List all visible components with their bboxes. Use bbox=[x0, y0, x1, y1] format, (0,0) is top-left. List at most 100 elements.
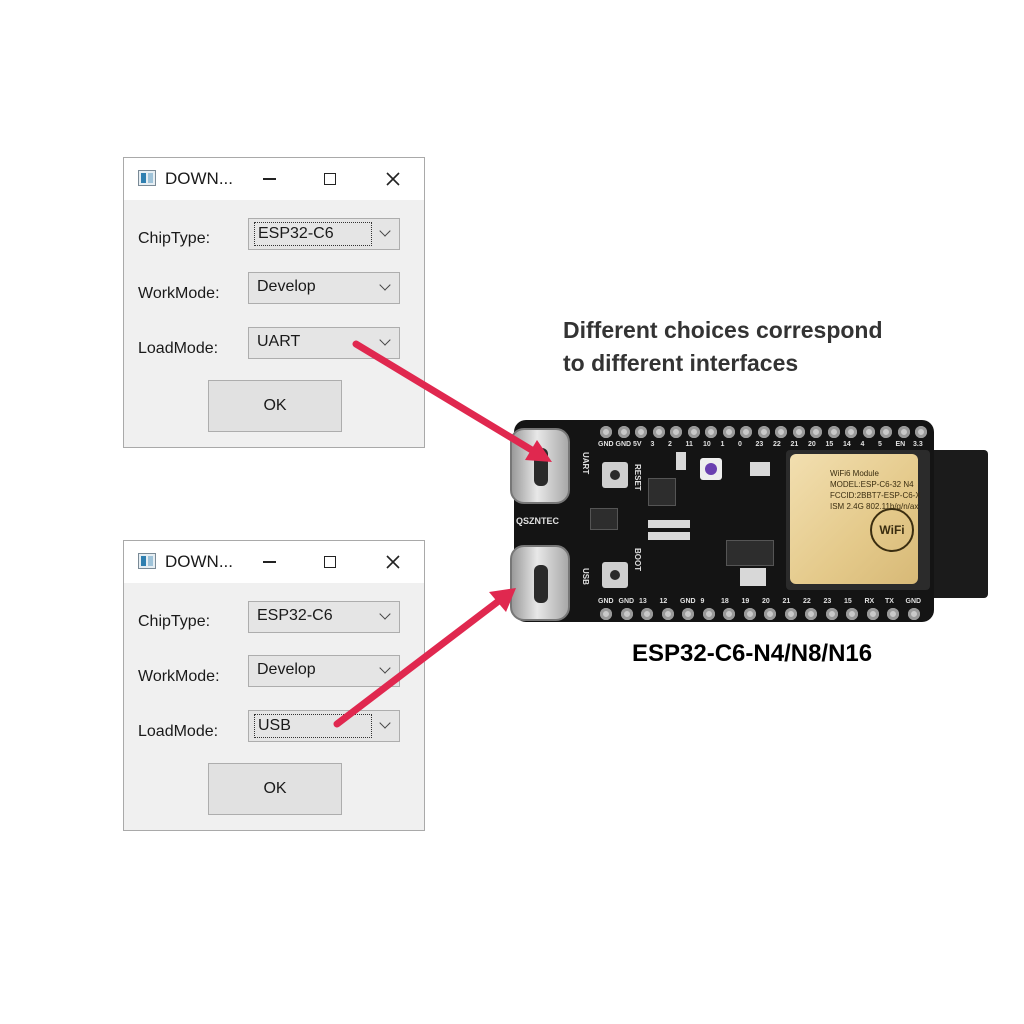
smd-part bbox=[648, 520, 690, 528]
header-pin bbox=[846, 608, 858, 620]
pin-label: 5V bbox=[633, 441, 642, 448]
minimize-button[interactable] bbox=[249, 547, 289, 577]
pin-label: 13 bbox=[639, 598, 647, 605]
header-pin bbox=[810, 426, 822, 438]
header-pin bbox=[880, 426, 892, 438]
boot-button bbox=[602, 562, 628, 588]
smd-part bbox=[750, 462, 770, 476]
smd-part bbox=[740, 568, 766, 586]
download-dialog-uart: DOWN... ChipType: ESP32-C6 WorkMode: Dev… bbox=[123, 157, 425, 448]
header-pin bbox=[722, 426, 735, 438]
pin-label: GND bbox=[615, 441, 632, 448]
header-pin bbox=[866, 608, 879, 620]
close-button[interactable] bbox=[373, 164, 413, 194]
pin-label: EN bbox=[895, 441, 906, 448]
work-mode-select[interactable]: Develop bbox=[248, 272, 400, 304]
maximize-button[interactable] bbox=[310, 547, 350, 577]
header-pin bbox=[687, 426, 700, 438]
header-pin bbox=[600, 608, 612, 620]
pin-label: 15 bbox=[825, 441, 834, 448]
ok-button[interactable]: OK bbox=[208, 380, 342, 432]
load-mode-select[interactable]: USB bbox=[248, 710, 400, 742]
header-pin bbox=[705, 426, 717, 438]
header-pin bbox=[907, 608, 920, 620]
close-button[interactable] bbox=[373, 547, 413, 577]
pin-label: 21 bbox=[782, 598, 791, 605]
pin-label: 9 bbox=[700, 598, 705, 605]
pin-label: 18 bbox=[721, 598, 729, 605]
header-pin bbox=[702, 608, 715, 620]
header-pin bbox=[827, 426, 840, 438]
pin-label: 23 bbox=[823, 598, 832, 605]
header-pin bbox=[723, 608, 735, 620]
header-pin bbox=[682, 608, 694, 620]
header-pin bbox=[775, 426, 787, 438]
pin-label: GND bbox=[598, 598, 614, 605]
window-title: DOWN... bbox=[165, 169, 233, 188]
brand-label: QSZNTEC bbox=[516, 516, 560, 526]
work-mode-value: Develop bbox=[257, 278, 316, 295]
header-pin bbox=[635, 426, 647, 438]
work-mode-value: Develop bbox=[257, 661, 316, 678]
header-pin bbox=[740, 426, 752, 438]
close-icon bbox=[386, 555, 400, 569]
pin-label: GND bbox=[618, 598, 635, 605]
title-bar[interactable]: DOWN... bbox=[124, 158, 424, 200]
smd-part bbox=[648, 532, 690, 540]
pin-label: 3.3 bbox=[913, 441, 923, 448]
pin-label: 5 bbox=[878, 441, 882, 448]
header-pin bbox=[897, 426, 910, 438]
header-pin bbox=[792, 426, 805, 438]
header-pin bbox=[784, 608, 797, 620]
load-mode-value: USB bbox=[254, 714, 372, 738]
pin-label: 4 bbox=[860, 441, 865, 448]
pin-label: GND bbox=[680, 598, 696, 605]
header-pin bbox=[845, 426, 857, 438]
work-mode-select[interactable]: Develop bbox=[248, 655, 400, 687]
app-icon bbox=[138, 170, 156, 186]
load-mode-label: LoadMode: bbox=[138, 723, 219, 740]
header-pin bbox=[862, 426, 875, 438]
app-icon bbox=[138, 553, 156, 569]
work-mode-label: WorkMode: bbox=[138, 285, 220, 302]
chip-type-value: ESP32-C6 bbox=[257, 607, 333, 624]
chip-type-label: ChipType: bbox=[138, 613, 211, 630]
chip-type-select[interactable]: ESP32-C6 bbox=[248, 601, 400, 633]
pin-label: 15 bbox=[844, 598, 852, 605]
header-pin bbox=[641, 608, 653, 620]
close-icon bbox=[386, 172, 400, 186]
minimize-icon bbox=[262, 561, 276, 563]
download-dialog-usb: DOWN... ChipType: ESP32-C6 WorkMode: Dev… bbox=[123, 540, 425, 831]
wifi-logo-icon: WiFi bbox=[870, 508, 914, 552]
pin-label: RX bbox=[864, 598, 875, 605]
header-pin bbox=[915, 426, 927, 438]
maximize-button[interactable] bbox=[310, 164, 350, 194]
minimize-button[interactable] bbox=[249, 164, 289, 194]
chip-type-select[interactable]: ESP32-C6 bbox=[248, 218, 400, 250]
annotation-text: Different choices correspond to differen… bbox=[563, 314, 943, 380]
antenna-connector bbox=[930, 450, 988, 598]
ok-button[interactable]: OK bbox=[208, 763, 342, 815]
pin-label: 1 bbox=[720, 441, 725, 448]
header-pin bbox=[652, 426, 665, 438]
minimize-icon bbox=[262, 178, 276, 180]
reset-button bbox=[602, 462, 628, 488]
pin-label: GND bbox=[598, 441, 614, 448]
rgb-led bbox=[700, 458, 722, 480]
work-mode-label: WorkMode: bbox=[138, 668, 220, 685]
header-pin bbox=[600, 426, 612, 438]
header-pin bbox=[805, 608, 817, 620]
header-pin bbox=[825, 608, 838, 620]
header-pin bbox=[670, 426, 682, 438]
annotation-line-2: to different interfaces bbox=[563, 350, 799, 376]
pin-label: 21 bbox=[790, 441, 799, 448]
arrow-uart bbox=[352, 340, 552, 462]
title-bar[interactable]: DOWN... bbox=[124, 541, 424, 583]
pin-label: 12 bbox=[659, 598, 668, 605]
header-pin bbox=[620, 608, 633, 620]
maximize-icon bbox=[324, 556, 336, 568]
maximize-icon bbox=[324, 173, 336, 185]
pin-label: 14 bbox=[843, 441, 851, 448]
header-pin bbox=[661, 608, 674, 620]
